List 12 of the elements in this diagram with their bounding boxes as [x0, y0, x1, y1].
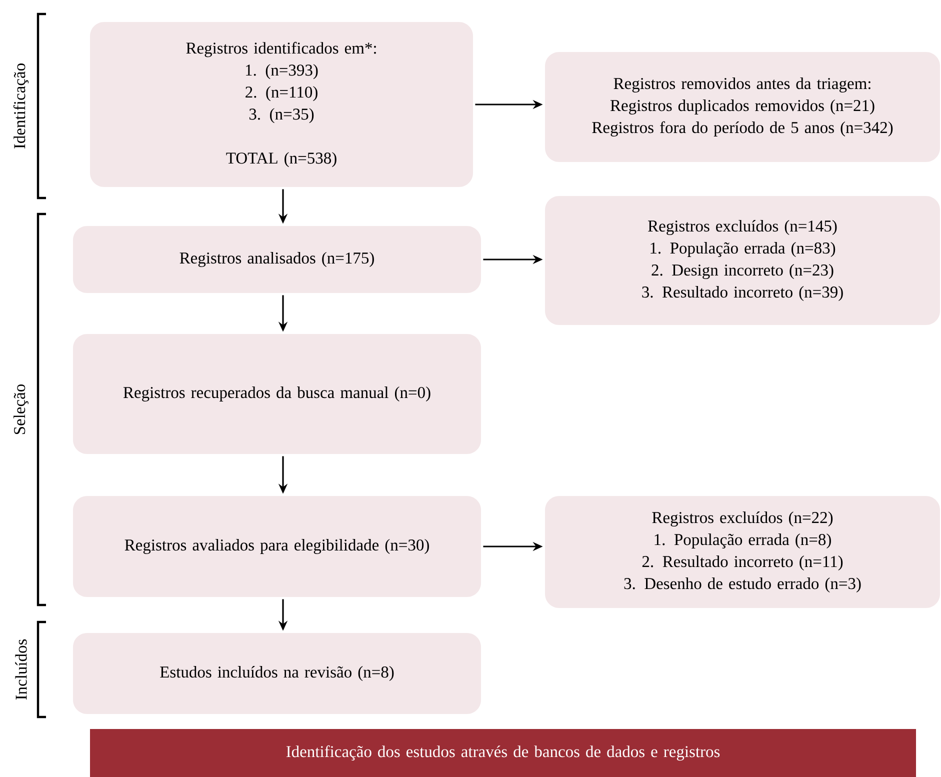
process-box: Registros excluídos (n=145) 1. População errada (n=83) 2. Design incorreto (n=23) 3. Resultado incorreto (n=39): [545, 196, 940, 325]
process-box: Registros excluídos (n=22) 1. População errada (n=8) 2. Resultado incorreto (n=11) 3. Desenho de estudo errado (n=3): [545, 496, 940, 608]
process-box: Registros analisados (n=175): [73, 226, 481, 293]
phase-label: Seleção: [14, 384, 28, 434]
process-box: Estudos incluídos na revisão (n=8): [73, 633, 481, 714]
phase-label: Incluídos: [15, 639, 27, 700]
process-box: Registros removidos antes da triagem: Registros duplicados removidos (n=21) Registros fora do período de 5 anos (n=342): [545, 52, 940, 162]
process-box: Registros identificados em*: 1. (n=393) 2. (n=110) 3. (n=35) TOTAL (n=538): [90, 22, 473, 187]
title-band: Identificação dos estudos através de bancos de dados e registros: [90, 729, 916, 777]
phase-label: Identificação: [13, 64, 29, 148]
process-box: Registros recuperados da busca manual (n=0): [73, 334, 481, 454]
process-box: Registros avaliados para elegibilidade (n=30): [73, 496, 481, 597]
